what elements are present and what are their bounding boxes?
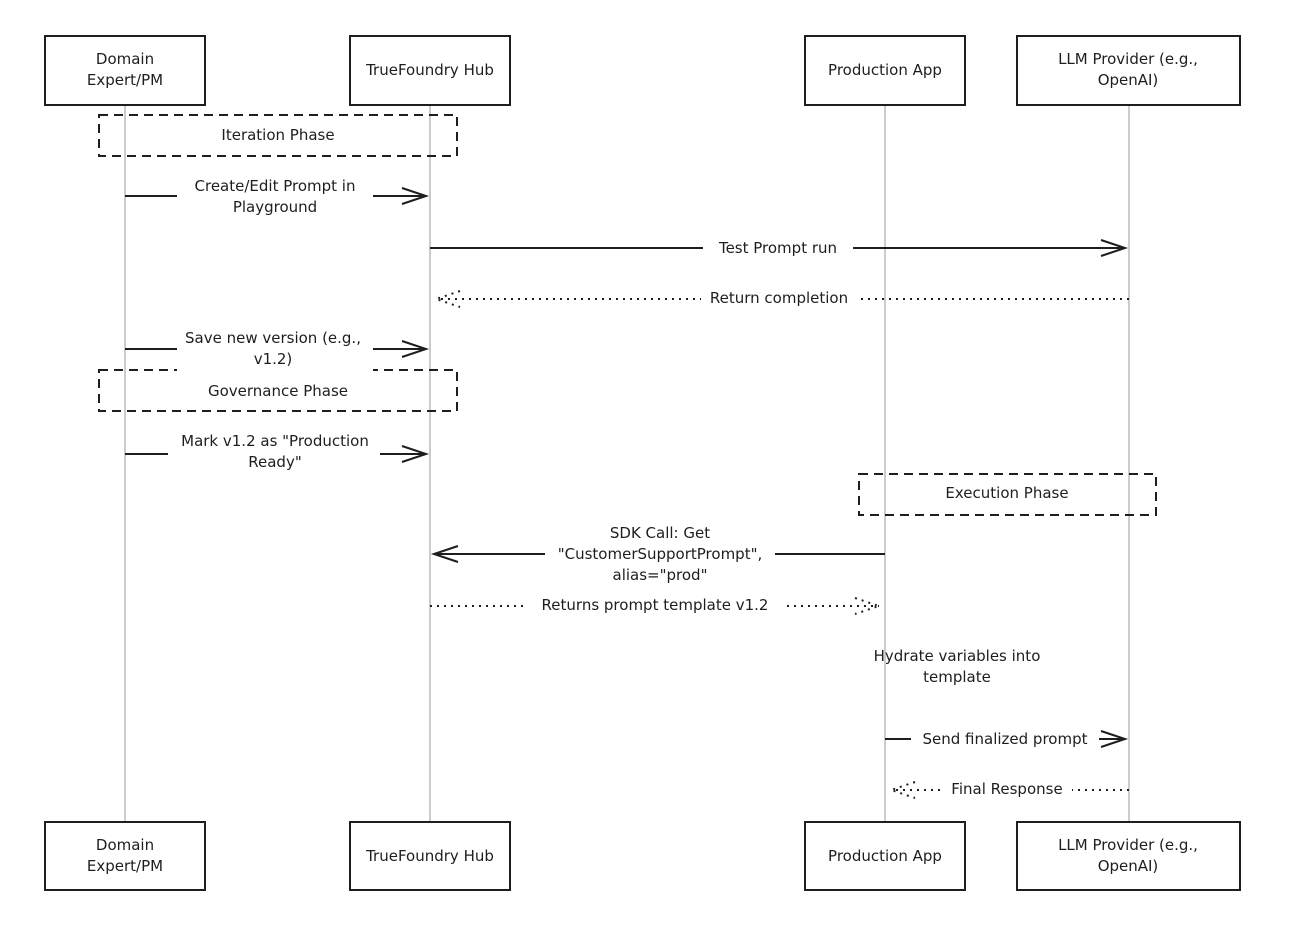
phase-iteration: Iteration Phase	[98, 114, 458, 157]
message-label: Test Prompt run	[718, 239, 837, 257]
participant-hub-top: TrueFoundry Hub	[349, 35, 511, 106]
message-returns-prompt-template: Returns prompt template v1.2	[430, 595, 883, 617]
participant-label: LLM Provider (e.g.,	[1058, 836, 1198, 854]
message-save-new-version: Save new version (e.g., v1.2)	[125, 328, 430, 372]
message-label: Save new version (e.g.,	[185, 329, 361, 347]
message-label: Returns prompt template v1.2	[542, 596, 769, 614]
message-label: Return completion	[710, 289, 848, 307]
message-label: v1.2)	[254, 350, 293, 368]
participant-label: OpenAI)	[1098, 857, 1159, 875]
participant-label: Expert/PM	[87, 857, 163, 875]
message-return-completion: Return completion	[432, 288, 1129, 310]
participant-pm-bottom: Domain Expert/PM	[44, 821, 206, 891]
message-label: Send finalized prompt	[923, 730, 1088, 748]
participant-label: Domain	[96, 50, 154, 68]
note-label: Hydrate variables into	[874, 647, 1041, 665]
message-mark-production-ready: Mark v1.2 as "Production Ready"	[125, 431, 430, 475]
phase-label: Governance Phase	[208, 382, 348, 400]
participant-app-top: Production App	[804, 35, 966, 106]
participant-label: Production App	[828, 847, 942, 865]
message-label: alias="prod"	[613, 566, 708, 584]
participant-app-bottom: Production App	[804, 821, 966, 891]
participant-label: Expert/PM	[87, 71, 163, 89]
message-create-edit-prompt: Create/Edit Prompt in Playground	[125, 175, 430, 219]
message-label: SDK Call: Get	[610, 524, 710, 542]
participant-llm-bottom: LLM Provider (e.g., OpenAI)	[1016, 821, 1241, 891]
phase-governance: Governance Phase	[98, 369, 458, 412]
phase-execution: Execution Phase	[858, 473, 1157, 516]
message-label: Create/Edit Prompt in	[195, 177, 356, 195]
participant-label: TrueFoundry Hub	[365, 61, 494, 79]
message-sdk-call: SDK Call: Get "CustomerSupportPrompt", a…	[430, 522, 885, 586]
message-final-response: Final Response	[887, 779, 1129, 801]
participant-label: OpenAI)	[1098, 71, 1159, 89]
message-label: Ready"	[248, 453, 301, 471]
message-label: "CustomerSupportPrompt",	[558, 545, 763, 563]
participant-label: Domain	[96, 836, 154, 854]
participant-label: TrueFoundry Hub	[365, 847, 494, 865]
message-test-prompt-run: Test Prompt run	[430, 238, 1129, 260]
message-label: Final Response	[951, 780, 1062, 798]
note-hydrate-variables: Hydrate variables into template	[874, 647, 1041, 686]
message-send-finalized-prompt: Send finalized prompt	[885, 728, 1129, 750]
phase-label: Iteration Phase	[221, 126, 334, 144]
message-label: Mark v1.2 as "Production	[181, 432, 369, 450]
participant-hub-bottom: TrueFoundry Hub	[349, 821, 511, 891]
message-label: Playground	[233, 198, 317, 216]
participant-label: Production App	[828, 61, 942, 79]
note-label: template	[923, 668, 991, 686]
phase-label: Execution Phase	[945, 484, 1068, 502]
participant-llm-top: LLM Provider (e.g., OpenAI)	[1016, 35, 1241, 106]
participant-label: LLM Provider (e.g.,	[1058, 50, 1198, 68]
participant-pm-top: Domain Expert/PM	[44, 35, 206, 106]
